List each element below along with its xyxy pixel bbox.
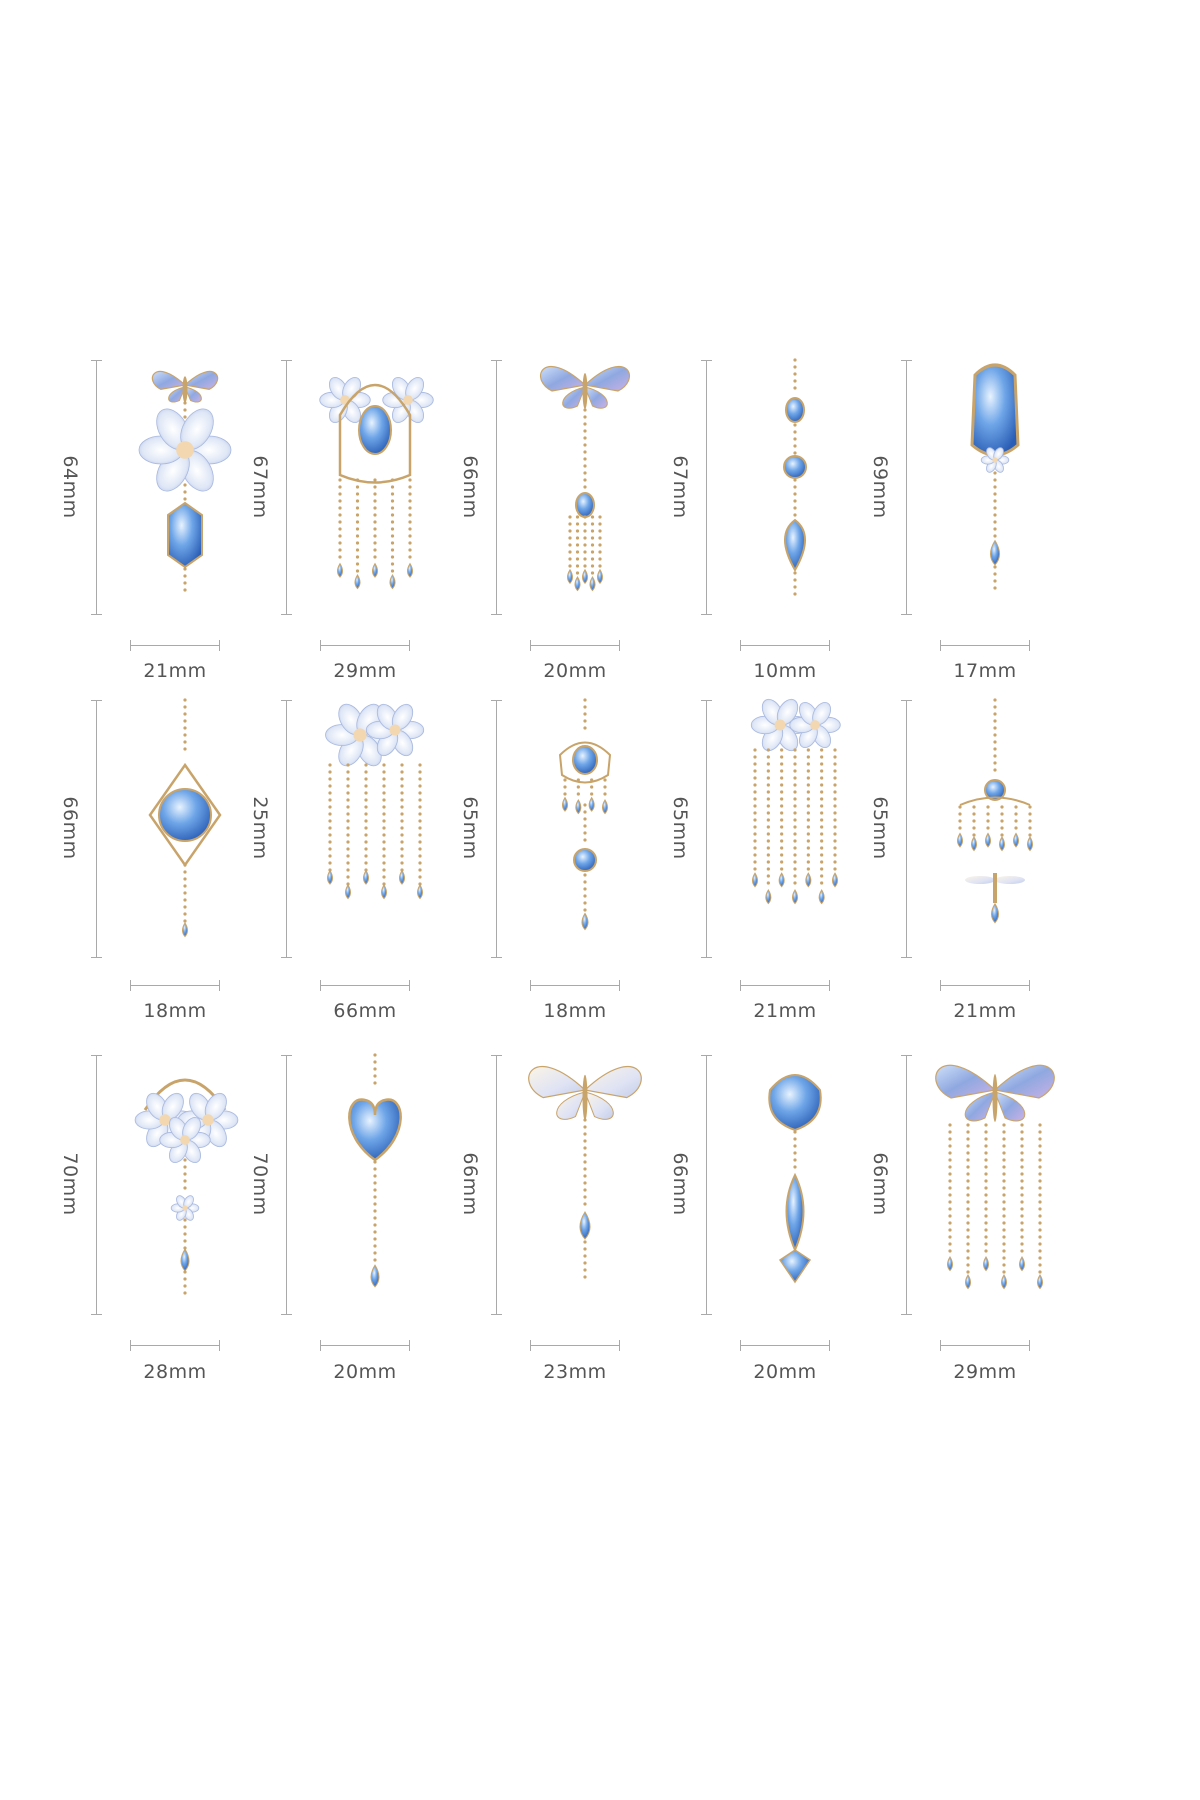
height-label: 65mm	[459, 796, 481, 860]
flower-fringe-icon	[750, 698, 841, 905]
height-dimension-line	[901, 360, 912, 615]
height-label: 70mm	[59, 1152, 81, 1216]
width-dimension-line	[940, 640, 1030, 651]
width-label: 17mm	[953, 660, 1017, 682]
height-dimension-line	[91, 700, 102, 958]
sticker-item: 66mm 23mm	[459, 1045, 710, 1383]
height-dimension-line	[91, 1055, 102, 1315]
width-label: 29mm	[953, 1361, 1017, 1383]
sticker-item: 65mm 21mm	[869, 698, 1120, 1030]
sticker-item: 67mm 10mm	[669, 358, 920, 690]
sticker-item: 66mm 20mm	[459, 360, 710, 690]
width-label: 21mm	[143, 660, 207, 682]
sticker-item: 70mm 28mm	[59, 1045, 310, 1383]
width-label: 20mm	[753, 1361, 817, 1383]
height-label: 66mm	[459, 1152, 481, 1216]
height-label: 64mm	[59, 454, 81, 519]
width-dimension-line	[130, 640, 220, 651]
sticker-item: 25mm 66mm	[249, 700, 500, 1030]
sticker-item: 64mm 21mm	[59, 360, 310, 690]
heart-gem-pendant-icon	[348, 1053, 402, 1288]
height-label: 67mm	[669, 454, 691, 519]
height-label: 70mm	[249, 1152, 271, 1216]
round-gem-pendant-icon	[148, 698, 222, 938]
framed-gem-tassel-icon	[319, 377, 434, 590]
crown-gem-chain-icon	[558, 698, 612, 931]
width-label: 28mm	[143, 1361, 207, 1383]
height-dimension-line	[281, 360, 292, 615]
sticker-item: 67mm 29mm	[249, 360, 500, 690]
floral-arch-pendant-icon	[134, 1078, 239, 1295]
height-dimension-line	[491, 1055, 502, 1315]
width-label: 29mm	[333, 660, 397, 682]
blue-butterfly-tassel-icon	[935, 1064, 1055, 1290]
butterfly-tassel-icon	[540, 365, 630, 592]
width-dimension-line	[320, 980, 410, 991]
width-label: 18mm	[143, 1000, 207, 1022]
height-dimension-line	[491, 700, 502, 958]
width-label: 21mm	[953, 1000, 1017, 1022]
butterfly-flower-gem-icon	[138, 371, 232, 592]
width-dimension-line	[530, 640, 620, 651]
width-dimension-line	[320, 1340, 410, 1351]
height-dimension-line	[701, 360, 712, 615]
sticker-item: 66mm 29mm	[869, 1045, 1120, 1383]
width-dimension-line	[530, 1340, 620, 1351]
width-label: 20mm	[543, 660, 607, 682]
width-dimension-line	[940, 980, 1030, 991]
height-dimension-line	[701, 700, 712, 958]
sticker-item: 65mm 21mm	[669, 698, 920, 1030]
ornate-marquise-pendant-icon	[768, 1074, 822, 1284]
height-label: 66mm	[869, 1152, 891, 1216]
height-dimension-line	[281, 1055, 292, 1315]
width-label: 23mm	[543, 1361, 607, 1383]
height-label: 25mm	[249, 796, 271, 860]
width-label: 18mm	[543, 1000, 607, 1022]
sticker-item: 69mm 17mm	[869, 360, 1120, 690]
width-label: 20mm	[333, 1361, 397, 1383]
height-dimension-line	[91, 360, 102, 615]
pale-butterfly-drop-icon	[528, 1066, 642, 1279]
height-label: 66mm	[59, 796, 81, 860]
width-dimension-line	[740, 980, 830, 991]
height-dimension-line	[281, 700, 292, 958]
height-dimension-line	[491, 360, 502, 615]
width-label: 10mm	[753, 660, 817, 682]
sticker-item: 70mm 20mm	[249, 1045, 500, 1383]
width-label: 66mm	[333, 1000, 397, 1022]
height-label: 65mm	[869, 796, 891, 860]
shield-gem-drop-icon	[970, 363, 1020, 590]
height-dimension-line	[901, 700, 912, 958]
height-label: 66mm	[459, 454, 481, 519]
width-dimension-line	[530, 980, 620, 991]
height-label: 66mm	[669, 1152, 691, 1216]
width-label: 21mm	[753, 1000, 817, 1022]
sticker-item: 66mm 20mm	[669, 1045, 920, 1383]
chandelier-dragonfly-icon	[957, 698, 1033, 924]
sticker-item: 66mm 18mm	[59, 698, 310, 1030]
height-label: 65mm	[669, 796, 691, 860]
height-label: 69mm	[869, 454, 891, 519]
height-dimension-line	[701, 1055, 712, 1315]
width-dimension-line	[130, 1340, 220, 1351]
width-dimension-line	[130, 980, 220, 991]
width-dimension-line	[320, 640, 410, 651]
height-label: 67mm	[249, 454, 271, 519]
width-dimension-line	[740, 1340, 830, 1351]
width-dimension-line	[740, 640, 830, 651]
height-dimension-line	[901, 1055, 912, 1315]
width-dimension-line	[940, 1340, 1030, 1351]
gem-chain-icon	[783, 358, 807, 596]
flower-tassel-icon	[325, 703, 425, 900]
sticker-item: 65mm 18mm	[459, 698, 710, 1030]
